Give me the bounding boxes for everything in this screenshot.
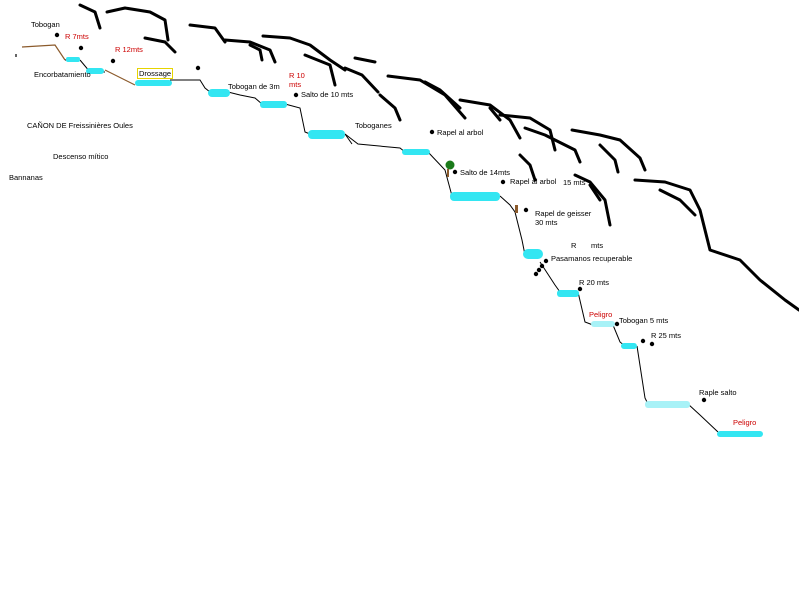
tree-trunk xyxy=(447,169,449,177)
label-r20: R 20 mts xyxy=(579,278,610,287)
anchor-dot xyxy=(640,338,646,344)
anchor-dot xyxy=(539,263,545,269)
tributary-line xyxy=(658,188,697,217)
tributary-line xyxy=(343,66,380,94)
anchor-dot xyxy=(452,169,458,175)
anchor-dot xyxy=(614,321,620,327)
anchor-dot xyxy=(110,58,116,64)
anchor-dot xyxy=(536,267,542,273)
tributary-line xyxy=(143,36,177,54)
tree-icon xyxy=(445,160,455,170)
tributary-line xyxy=(105,6,170,42)
anchor-dot xyxy=(78,45,84,51)
pool xyxy=(717,431,763,437)
pool-shallow xyxy=(591,321,615,327)
anchor-dot xyxy=(523,207,529,213)
pool xyxy=(66,57,80,62)
pool xyxy=(523,249,543,259)
geyser-marker xyxy=(515,205,518,213)
label-r7: R 7mts xyxy=(65,32,89,41)
label-salto-14: Salto de 14mts xyxy=(460,168,511,177)
canyon-profile xyxy=(344,133,353,145)
label-peligro-2: Peligro xyxy=(733,418,757,427)
tributary-line xyxy=(488,106,502,122)
label-tobogan-5: Tobogan 5 mts xyxy=(619,316,669,325)
pool xyxy=(260,101,287,108)
anchor-dot xyxy=(429,129,435,135)
tributary-line xyxy=(423,80,462,110)
anchor-dot xyxy=(543,258,549,264)
tributary-line xyxy=(353,56,377,64)
approach-path xyxy=(104,69,136,86)
pool xyxy=(86,68,104,74)
anchor-dot xyxy=(500,179,506,185)
label-encorbatamiento: Encorbatamiento xyxy=(34,70,91,79)
label-peligro-1: Peligro xyxy=(589,310,613,319)
anchor-dot xyxy=(533,271,539,277)
label-pasamanos: Pasamanos recuperable xyxy=(551,254,633,263)
pool xyxy=(135,80,172,86)
tributary-line xyxy=(303,53,337,87)
tributary-line xyxy=(378,93,402,122)
anchor-dot xyxy=(54,32,60,38)
tributary-line xyxy=(523,126,582,164)
tributary-line xyxy=(78,3,102,30)
label-15mts: 15 mts xyxy=(563,178,586,187)
label-tobogan: Tobogan xyxy=(31,20,60,29)
pool xyxy=(557,290,579,297)
tributary-line xyxy=(598,143,620,174)
label-rapel-arbol-1: Rapel al arbol xyxy=(437,128,484,137)
label-r25: R 25 mts xyxy=(651,331,682,340)
tributary-line xyxy=(518,153,537,182)
anchor-dot xyxy=(577,286,583,292)
pool xyxy=(450,192,500,201)
label-rapel-arbol-2: Rapel al arbol xyxy=(510,177,557,186)
tributary-line xyxy=(458,98,522,140)
pool xyxy=(402,149,430,155)
diagram-note: Bannanas xyxy=(9,173,43,182)
pool xyxy=(621,343,637,349)
label-salto-10: Salto de 10 mts xyxy=(301,90,354,99)
pool-shallow xyxy=(645,401,690,408)
tributary-line xyxy=(188,23,227,44)
label-raple-salto: Raple salto xyxy=(699,388,737,397)
label-drossage: Drossage xyxy=(137,68,174,79)
anchor-dot xyxy=(649,341,655,347)
label-toboganes: Toboganes xyxy=(355,121,392,130)
diagram-subtitle: Descenso mítico xyxy=(53,152,109,161)
anchor-dot xyxy=(293,92,299,98)
approach-path xyxy=(21,44,66,61)
tributary-line xyxy=(633,178,799,312)
pool xyxy=(208,89,230,97)
tributary-line xyxy=(248,43,264,62)
anchor-dot xyxy=(195,65,201,71)
label-r12: R 12mts xyxy=(115,45,143,54)
pool xyxy=(308,130,345,139)
tributary-line xyxy=(588,183,602,202)
tributary-line xyxy=(570,128,647,172)
label-r-mts: R mts xyxy=(571,241,604,250)
canyon-profile xyxy=(65,59,719,433)
tributary-line xyxy=(223,38,277,64)
label-tobogan-3m: Tobogan de 3m xyxy=(228,82,280,91)
anchor-dot xyxy=(701,397,707,403)
tributary-line xyxy=(573,173,612,227)
diagram-title: CAÑON DE Freissinières Oules xyxy=(27,121,133,130)
tributary-line xyxy=(261,34,347,72)
label-r10: R 10 mts xyxy=(289,71,305,89)
label-rapel-geisser: Rapel de geisser 30 mts xyxy=(535,209,592,227)
